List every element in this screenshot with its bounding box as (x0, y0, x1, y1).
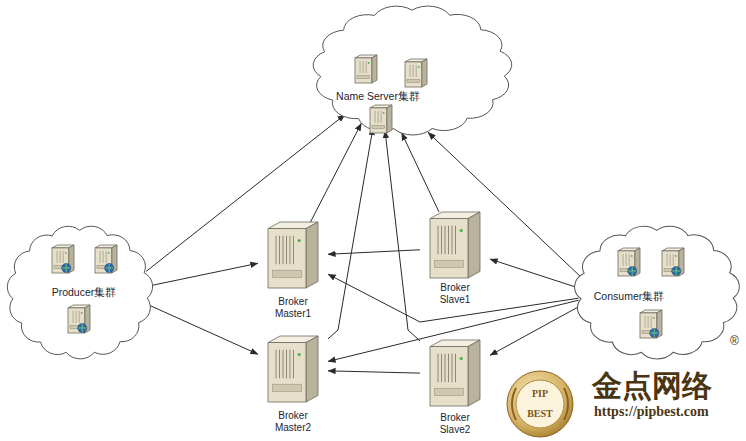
arrow-connector (402, 133, 439, 212)
server-icon (52, 245, 74, 273)
broker-label: Broker Slave2 (427, 412, 483, 436)
logo-text: PIP (522, 388, 558, 399)
server-icon (68, 305, 90, 333)
server-icon (95, 245, 117, 273)
logo-face (516, 380, 564, 428)
server-illustration (420, 212, 490, 308)
arrow-connector (148, 305, 258, 354)
server-illustration (420, 340, 490, 438)
server-icon (268, 222, 318, 288)
arrow-connector (328, 274, 578, 322)
watermark-text: 金点网络 (592, 366, 712, 407)
broker-label: Broker Master1 (265, 296, 321, 320)
broker-label: Broker Master2 (265, 410, 321, 434)
cloud-shape (575, 226, 740, 359)
server-icon (640, 310, 662, 338)
arrow-connector (149, 263, 258, 286)
cluster-label: Consumer集群 (574, 290, 684, 303)
server-icon (355, 55, 377, 83)
server-icon (430, 212, 480, 278)
server-icon (370, 105, 392, 133)
server-icon (618, 248, 640, 276)
cloud-outline (310, 2, 515, 138)
arrow-connector (490, 306, 580, 355)
arrow-connector (311, 123, 362, 222)
broker-server: Broker Master1 (258, 222, 328, 324)
broker-server: Broker Master2 (258, 336, 328, 438)
cloud-shape (313, 6, 512, 135)
logo-text: BEST (518, 408, 562, 419)
server-icon (268, 336, 318, 402)
broker-server: Broker Slave2 (420, 340, 490, 438)
server-icon (662, 248, 684, 276)
arrow-connector (490, 259, 578, 288)
logo-ring (507, 371, 573, 437)
cloud-shape (7, 226, 152, 359)
cluster-label: Producer集群 (29, 286, 139, 299)
consumer-cloud: Consumer集群 (572, 222, 742, 362)
name-server-cloud: Name Server集群 (310, 2, 515, 138)
server-icon (405, 59, 427, 87)
arrow-connector (385, 131, 420, 341)
arrow-connector (328, 128, 373, 339)
broker-label: Broker Slave1 (427, 282, 483, 306)
registered-mark: ® (730, 334, 739, 348)
cluster-label: Name Server集群 (318, 90, 438, 103)
broker-server: Broker Slave1 (420, 212, 490, 308)
logo-laurel (512, 388, 568, 420)
producer-cloud: Producer集群 (5, 222, 155, 362)
watermark-url: https://pipbest.com (594, 404, 709, 420)
arrow-connector (328, 250, 420, 255)
server-icon (430, 340, 480, 406)
arrow-connector (328, 371, 420, 373)
